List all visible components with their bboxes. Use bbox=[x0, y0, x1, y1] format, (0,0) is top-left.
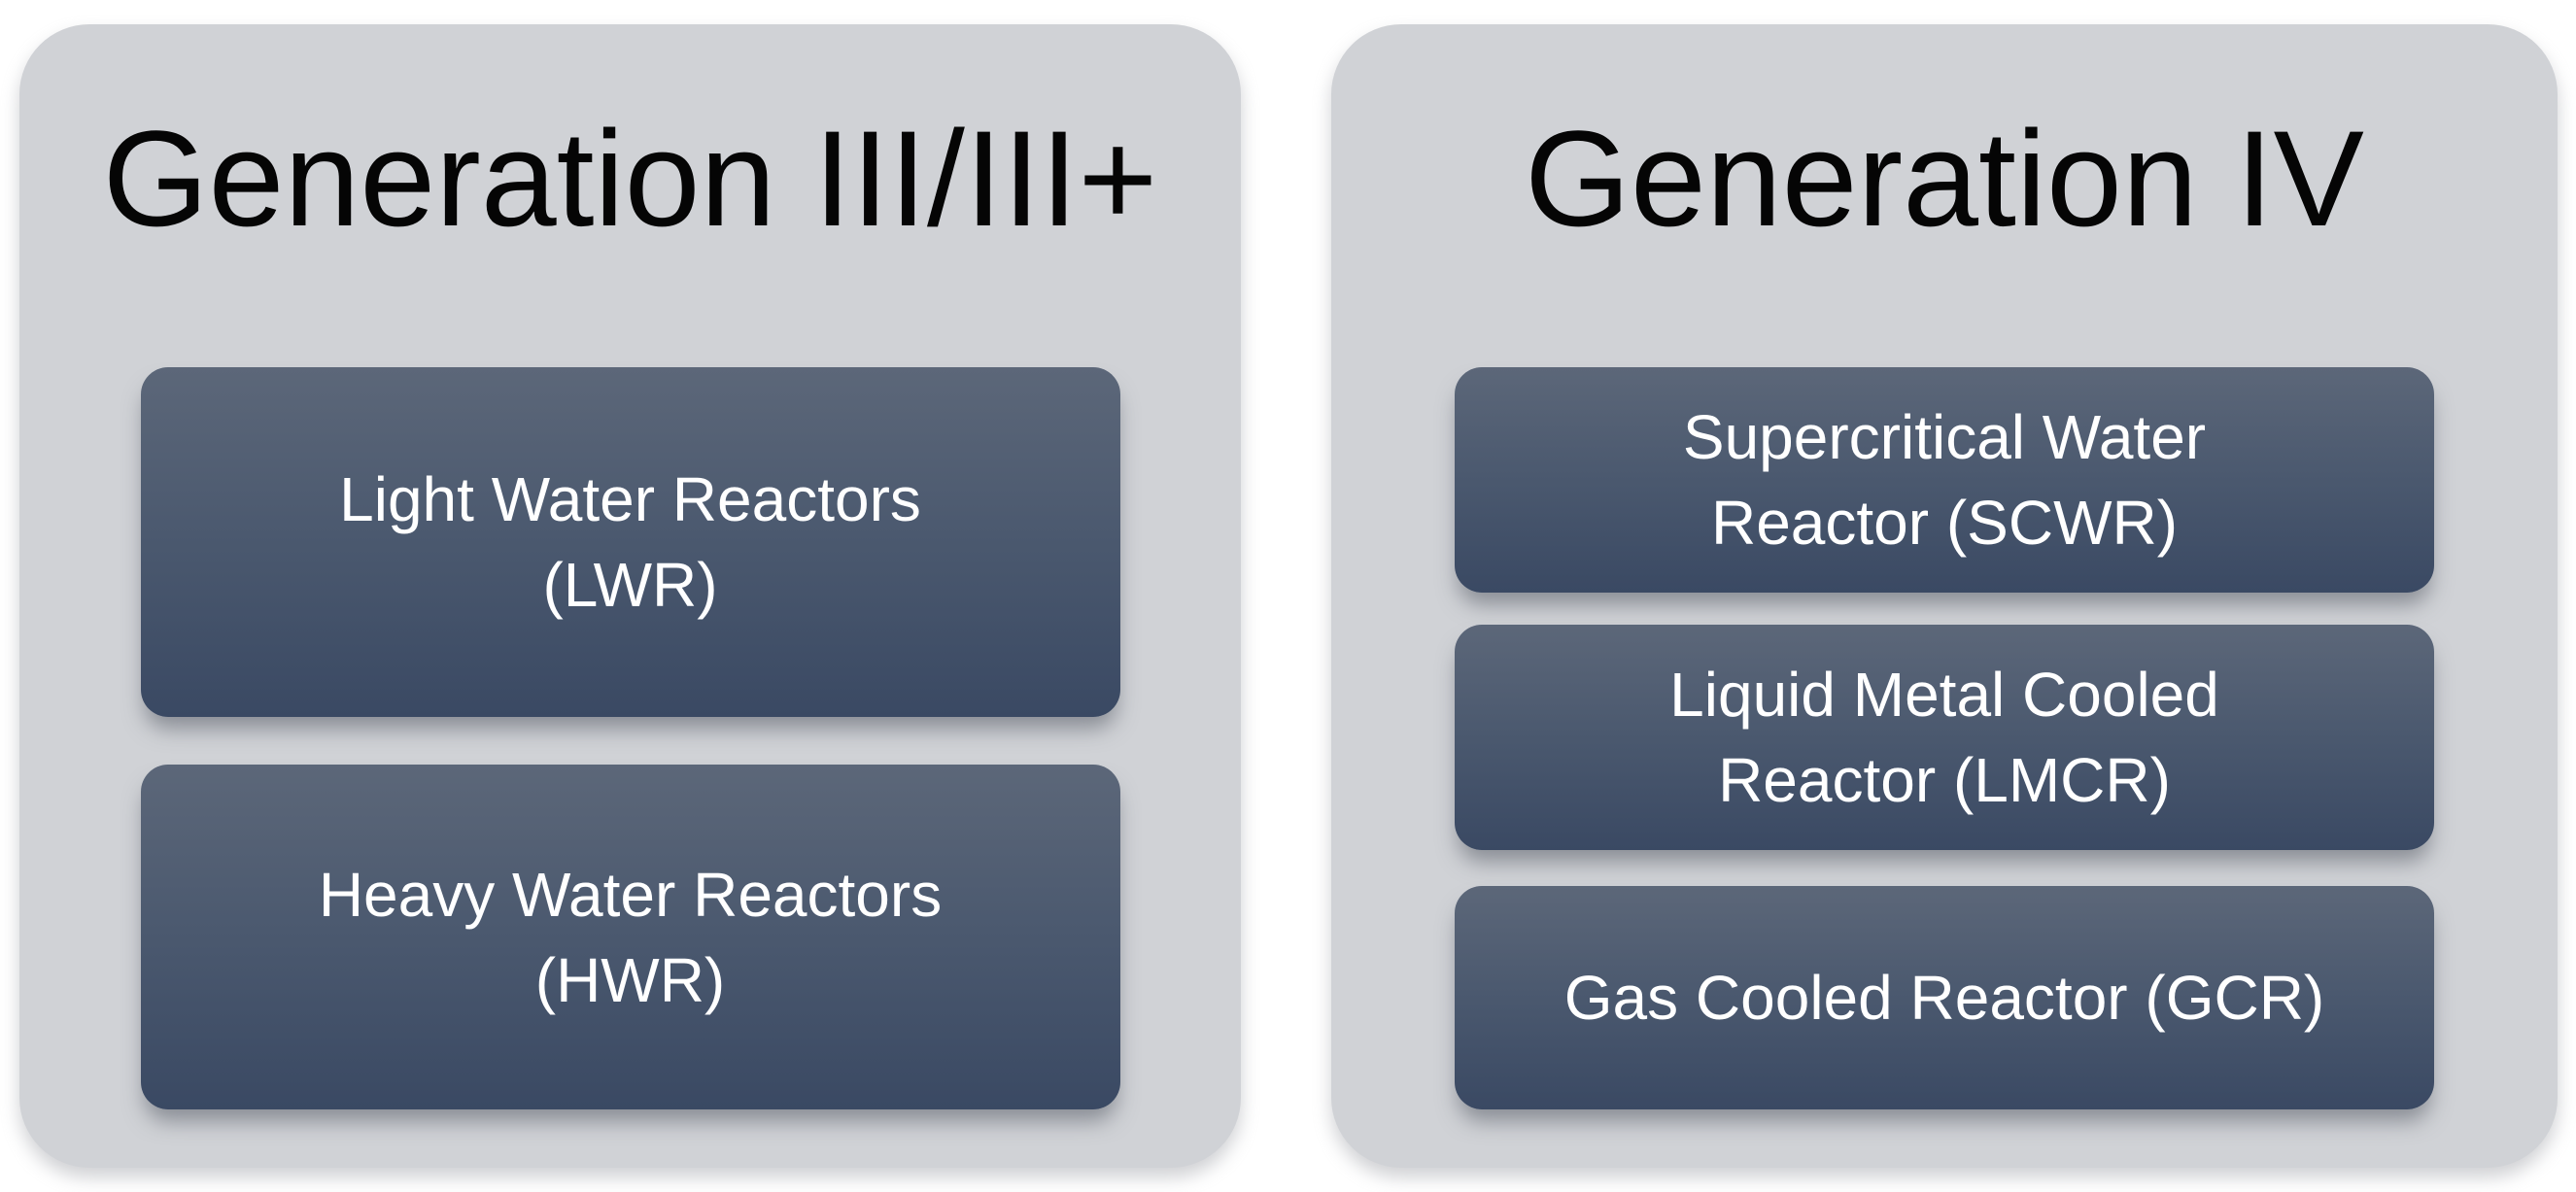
reactor-box-hwr: Heavy Water Reactors (HWR) bbox=[140, 765, 1120, 1109]
reactor-box-label-line: (HWR) bbox=[534, 944, 726, 1015]
reactor-box-lmcr: Liquid Metal Cooled Reactor (LMCR) bbox=[1455, 625, 2434, 850]
generation-3-title: Generation III/III+ bbox=[102, 102, 1158, 255]
reactor-box-label-line: Supercritical Water bbox=[1682, 402, 2207, 472]
reactor-box-scwr: Supercritical Water Reactor (SCWR) bbox=[1455, 367, 2434, 593]
generation-3-panel: Generation III/III+ Light Water Reactors… bbox=[19, 24, 1241, 1168]
reactor-box-label-line: Light Water Reactors bbox=[339, 464, 921, 534]
reactor-box-label-line: (LWR) bbox=[542, 550, 718, 620]
generation-4-title: Generation IV bbox=[1525, 102, 2364, 255]
reactor-box-label-line: Reactor (SCWR) bbox=[1710, 488, 2179, 558]
reactor-box-label-line: Gas Cooled Reactor (GCR) bbox=[1563, 963, 2325, 1033]
reactor-box-gcr: Gas Cooled Reactor (GCR) bbox=[1455, 886, 2434, 1109]
reactor-box-label-line: Liquid Metal Cooled bbox=[1669, 660, 2219, 730]
generation-4-panel: Generation IV Supercritical Water Reacto… bbox=[1331, 24, 2558, 1168]
reactor-box-label-line: Reactor (LMCR) bbox=[1718, 745, 2171, 815]
reactor-box-lwr: Light Water Reactors (LWR) bbox=[140, 367, 1120, 717]
reactor-box-label-line: Heavy Water Reactors bbox=[318, 859, 943, 930]
